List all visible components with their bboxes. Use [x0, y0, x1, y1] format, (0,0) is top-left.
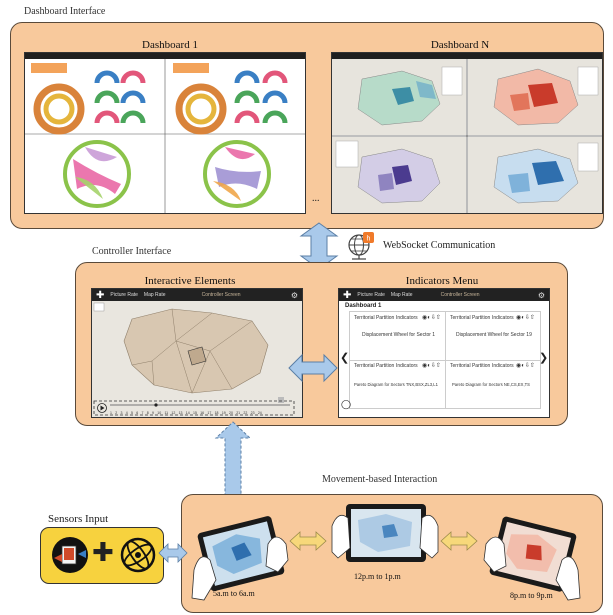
indicator-cell-1[interactable]: Displacement Wheel for Sector 1 — [362, 332, 436, 338]
dashboard-1-title: Dashboard 1 — [142, 39, 198, 51]
cell-action-icons[interactable]: ◉◐⇩⇧ — [422, 315, 441, 321]
time-caption-noon: 12p.m to 1p.m — [354, 572, 401, 581]
indicators-tab-bar: ✚ Picture Rate Map Rate Controller Scree… — [339, 289, 549, 301]
indicator-cell-4[interactable]: Pareto Diagram for Sectors NE,CS,EX,TS — [452, 382, 530, 387]
indicator-cell-2[interactable]: Displacement Wheel for Sector 19 — [456, 332, 532, 338]
add-icon[interactable]: ✚ — [343, 289, 352, 301]
plus-icon: ✚ — [92, 538, 114, 568]
timeline-hour-label[interactable]: 18 — [214, 411, 219, 415]
timeline-hour-label[interactable]: 16 — [200, 411, 205, 415]
accelerometer-icon — [52, 537, 88, 573]
settings-gear-icon[interactable]: ⚙ — [537, 290, 545, 300]
dashboard-interface-label: Dashboard Interface — [24, 6, 106, 17]
indicator-grid: Territorial Partition Indicators ◉◐⇩⇧ Di… — [349, 311, 541, 409]
movement-controller-arrow — [214, 421, 252, 499]
filter-indicators-1[interactable]: Indicators — [396, 315, 418, 321]
timeline-hour-label[interactable]: 1 — [110, 411, 112, 415]
interactive-elements-title: Interactive Elements — [144, 275, 236, 287]
filter-indicators-3[interactable]: Indicators — [396, 363, 418, 369]
timeline-hour-label[interactable]: 17 — [207, 411, 212, 415]
timeline-hour-label[interactable]: 3 — [120, 411, 123, 415]
prev-chevron-icon[interactable]: ❮ — [340, 352, 350, 364]
time-caption-evening: 8p.m to 9p.m — [510, 591, 553, 600]
play-icon[interactable]: ◯ — [341, 399, 352, 409]
indicators-menu-title: Indicators Menu — [405, 275, 479, 287]
tablet-noon — [331, 504, 439, 562]
timeline-hour-label[interactable]: 7 — [141, 411, 144, 415]
filter-territorial-4[interactable]: Territorial Partition — [450, 363, 491, 369]
dashboard-1-screen — [24, 52, 306, 214]
tab-map-rate[interactable]: Map Rate — [143, 292, 166, 298]
filter-territorial-3[interactable]: Territorial Partition — [354, 363, 395, 369]
sensors-movement-arrow — [158, 543, 188, 563]
dashboard-ellipsis: ... — [312, 193, 320, 204]
timeline-hour-label[interactable]: 8 — [146, 411, 149, 415]
filter-indicators-2[interactable]: Indicators — [492, 315, 514, 321]
controller-map[interactable] — [92, 301, 302, 417]
timeline-hour-label[interactable]: 13 — [178, 411, 183, 415]
dashboard-n-maps — [332, 59, 602, 213]
controller-app-name: Controller Screen — [201, 292, 241, 298]
websocket-globe-icon: h — [348, 232, 374, 260]
tab-picture-rate[interactable]: Picture Rate — [357, 292, 385, 298]
timeline-hour-label[interactable]: 6 — [136, 411, 139, 415]
controller-horizontal-arrow — [288, 353, 338, 383]
dashboard-1-charts — [25, 59, 305, 213]
timeline-hour-label[interactable]: 5 — [131, 411, 133, 415]
tilt-arrow-1 — [289, 531, 327, 551]
controller-map-screen: ✚ Picture Rate Map Rate Controller Scree… — [91, 288, 303, 418]
movement-interaction-label: Movement-based Interaction — [322, 474, 438, 485]
add-icon[interactable]: ✚ — [96, 289, 105, 301]
timeline-hour-label[interactable]: 12 — [171, 411, 176, 415]
timeline-hour-label[interactable]: 19 — [221, 411, 226, 415]
filter-territorial-2[interactable]: Territorial Partition — [450, 315, 491, 321]
timeline-hour-label[interactable]: 20 — [229, 411, 233, 415]
tablet-evening — [483, 516, 581, 601]
cell-action-icons[interactable]: ◉◐⇩⇧ — [422, 363, 441, 369]
dashboard-n-screen — [331, 52, 603, 214]
indicators-menu-screen: ✚ Picture Rate Map Rate Controller Scree… — [338, 288, 550, 418]
timeline-hour-label[interactable]: 9 — [152, 411, 154, 415]
menu-heading: Dashboard 1 — [345, 303, 382, 309]
gyroscope-icon — [120, 537, 156, 573]
tilt-arrow-2 — [440, 531, 478, 551]
indicator-cell-3[interactable]: Pareto Diagram for Sectors TNX,BSX,ZL3,L… — [354, 382, 438, 387]
timeline-hour-label[interactable]: 10 — [157, 411, 162, 415]
filter-territorial-1[interactable]: Territorial Partition — [354, 315, 395, 321]
timeline-hour-label[interactable]: 24 — [257, 411, 262, 415]
websocket-label: WebSocket Communication — [383, 240, 496, 251]
timeline-hour-label[interactable]: 21 — [236, 411, 241, 415]
timeline-hour-label[interactable]: 15 — [193, 411, 197, 415]
indicators-app-name: Controller Screen — [440, 292, 480, 298]
cell-action-icons[interactable]: ◉◐⇩⇧ — [516, 315, 535, 321]
timeline-hour-label[interactable]: 11 — [164, 411, 169, 415]
tab-picture-rate[interactable]: Picture Rate — [110, 292, 138, 298]
time-caption-morning: 5a.m to 6a.m — [213, 589, 255, 598]
timeline-hour-label[interactable]: 14 — [185, 411, 190, 415]
cell-action-icons[interactable]: ◉◐⇩⇧ — [516, 363, 535, 369]
filter-indicators-4[interactable]: Indicators — [492, 363, 514, 369]
sensors-input-label: Sensors Input — [48, 513, 109, 525]
controller-interface-label: Controller Interface — [92, 246, 172, 257]
dashboard-n-title: Dashboard N — [430, 39, 490, 51]
dashboard-n-topbar — [332, 53, 602, 59]
timeline-hour-label[interactable]: 22 — [243, 411, 248, 415]
settings-gear-icon[interactable]: ⚙ — [290, 290, 298, 300]
timeline-hour-label[interactable]: 23 — [250, 411, 255, 415]
timeline-hour-label[interactable]: 2 — [115, 411, 118, 415]
controller-tab-bar: ✚ Picture Rate Map Rate Controller Scree… — [92, 289, 302, 301]
timeline-hour-label[interactable]: 4 — [125, 411, 128, 415]
next-chevron-icon[interactable]: ❯ — [539, 352, 549, 364]
tab-map-rate[interactable]: Map Rate — [390, 292, 413, 298]
tablet-morning — [191, 516, 289, 601]
svg-text:h: h — [367, 236, 371, 243]
dashboard-1-topbar — [25, 53, 305, 59]
